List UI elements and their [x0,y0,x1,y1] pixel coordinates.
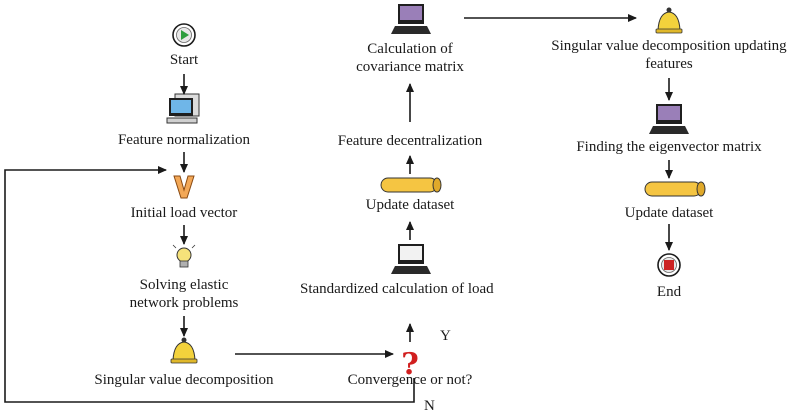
node-update-dataset-2-label: Update dataset [624,205,714,221]
node-standardized-calc-label: Standardized calculation of load [300,281,494,297]
node-svd-label: Singular value decomposition [94,372,274,388]
node-feature-decentralization-label: Feature decentralization [337,133,483,149]
node-svd-updating-label: Singular value decomposition updating fe… [551,38,787,72]
arrow-no-loop [4,166,415,403]
dataset-scroll-icon [380,177,442,193]
dataset-scroll-icon [644,181,706,197]
node-solving-elastic-label: Solving elastic network problems [129,277,239,311]
bell-icon [170,337,198,364]
question-mark-icon: ? [401,347,419,382]
computer-icon [391,4,431,34]
bell-icon [655,7,683,34]
node-covariance-label: Calculation of covariance matrix [356,41,464,75]
node-end-label: End [656,284,682,300]
branch-yes-label: Y [440,328,451,344]
computer-icon [391,244,431,274]
node-eigenvector-label: Finding the eigenvector matrix [576,139,762,155]
node-update-dataset-1-label: Update dataset [365,197,455,213]
computer-icon [166,93,200,124]
v-letter-icon [173,175,195,199]
node-start-label: Start [169,52,199,68]
lightbulb-icon [172,244,196,268]
computer-icon [649,104,689,134]
svg-text:?: ? [401,347,419,382]
branch-no-label: N [424,398,435,414]
node-convergence-label: Convergence or not? [347,372,473,388]
play-icon [172,23,196,47]
node-feature-normalization-label: Feature normalization [117,132,251,148]
stop-icon [657,253,681,277]
node-initial-load-vector-label: Initial load vector [130,205,238,221]
